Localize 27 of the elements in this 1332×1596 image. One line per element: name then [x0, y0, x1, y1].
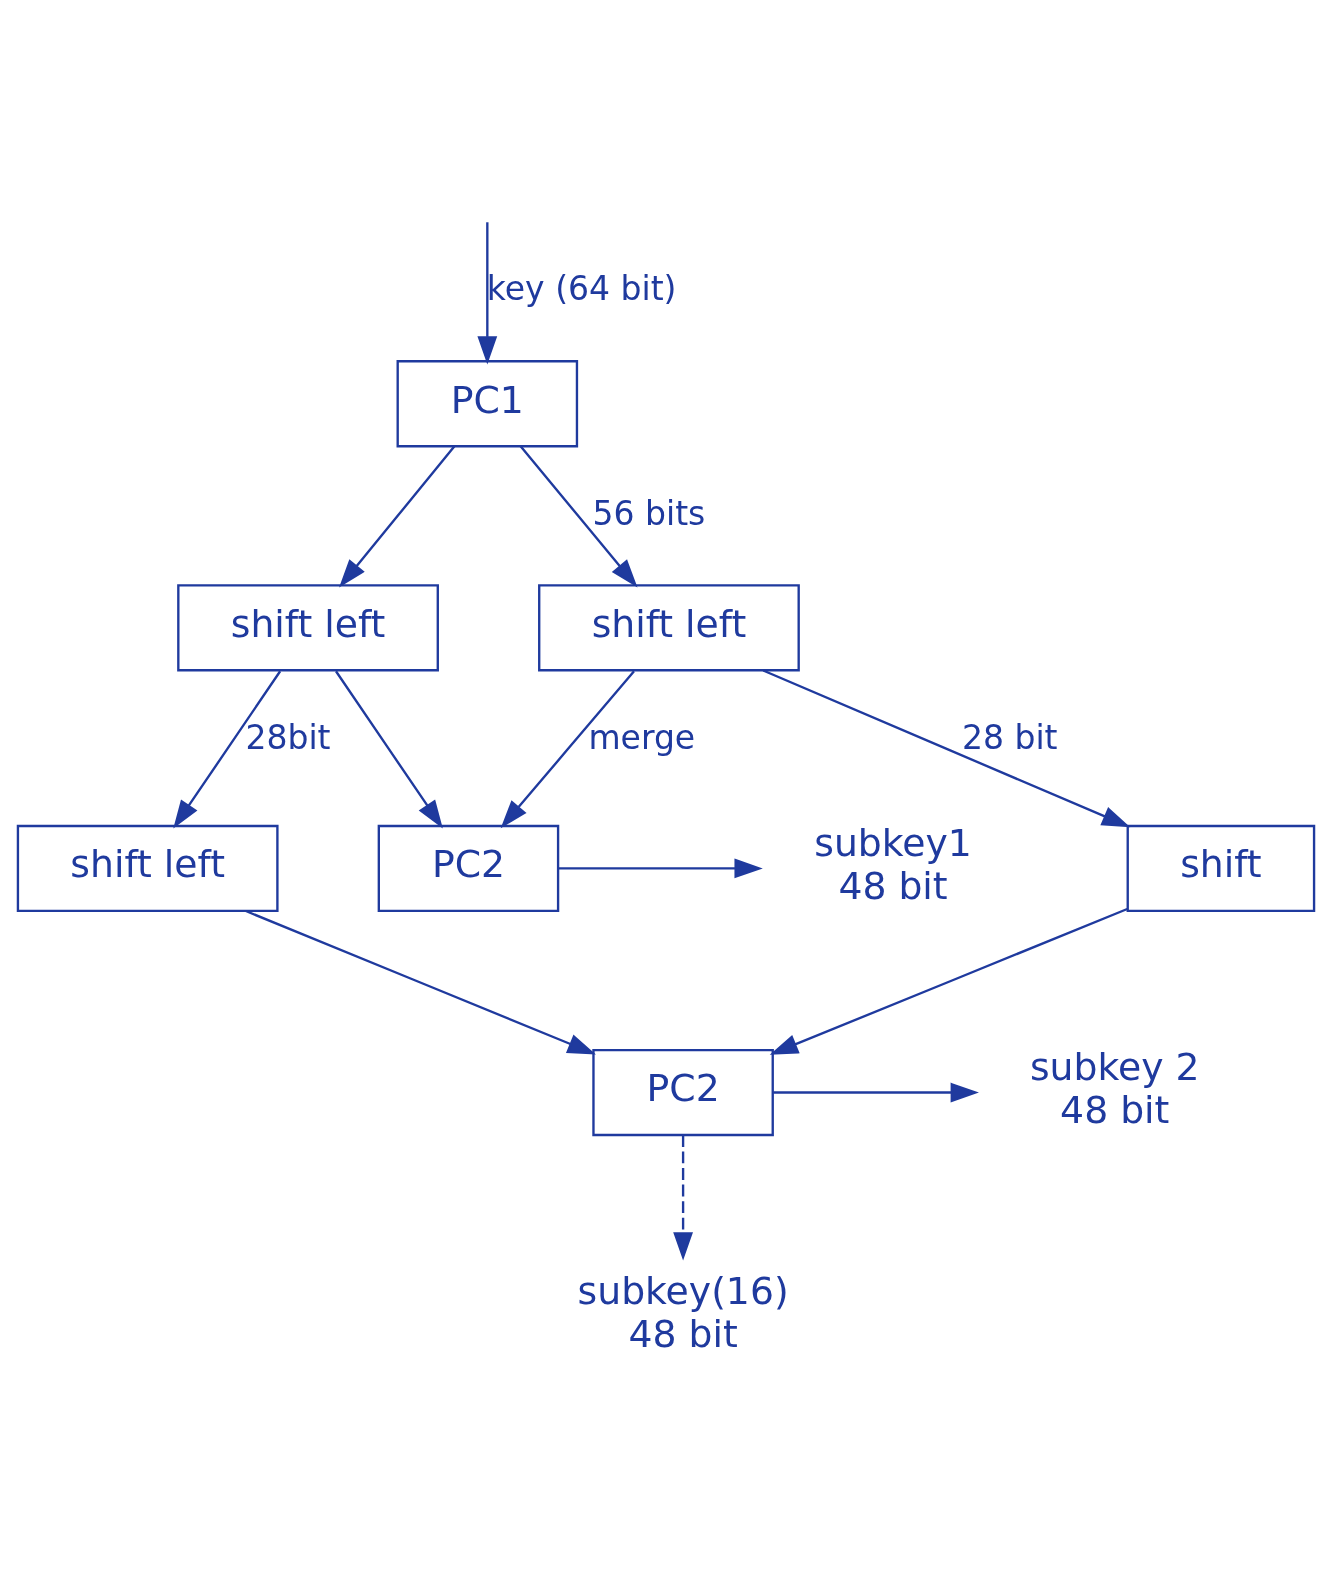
arrow — [339, 445, 456, 588]
node-box: shift left — [538, 584, 800, 672]
arrow — [500, 670, 635, 829]
edge-label: 56 bits — [592, 493, 706, 533]
arrow — [477, 222, 498, 365]
edge-label: key (64 bit) — [486, 269, 677, 309]
arrow — [519, 445, 638, 588]
arrow — [673, 1135, 694, 1261]
node-text: subkey 2 48 bit — [1029, 1045, 1200, 1132]
node-box: PC2 — [592, 1048, 774, 1137]
node-text: subkey(16) 48 bit — [577, 1269, 789, 1356]
arrow — [245, 909, 596, 1055]
node-box: shift — [1126, 824, 1316, 913]
arrow — [335, 670, 443, 829]
arrow — [773, 1082, 979, 1103]
arrow — [769, 907, 1128, 1055]
arrow — [173, 670, 282, 829]
node-text: subkey1 48 bit — [814, 821, 972, 908]
edge-label: 28 bit — [961, 717, 1058, 757]
edge-label: 28bit — [245, 717, 331, 757]
node-box: shift left — [177, 584, 439, 672]
edge-label: merge — [588, 717, 696, 757]
arrow — [762, 669, 1131, 828]
node-box: shift left — [16, 824, 279, 913]
arrow — [558, 858, 763, 879]
node-box: PC1 — [396, 360, 579, 448]
node-box: PC2 — [377, 824, 560, 913]
